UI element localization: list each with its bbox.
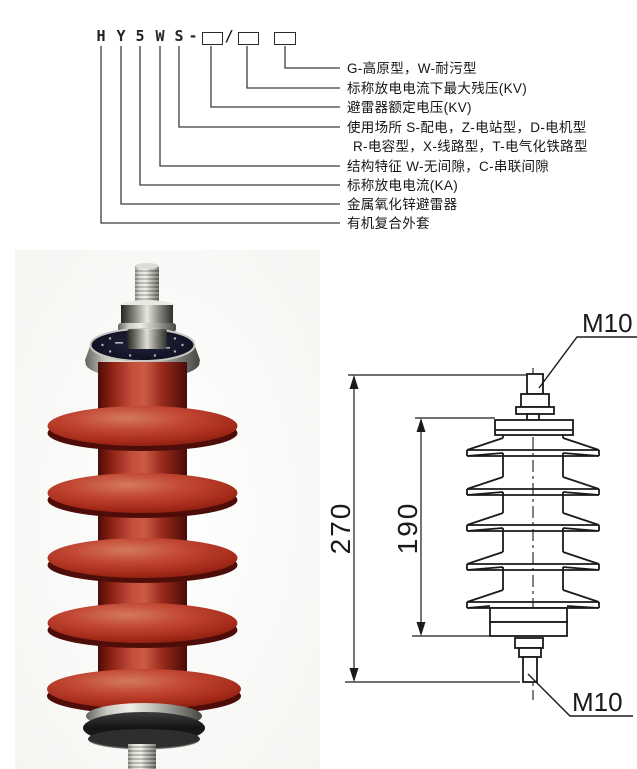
dimension-drawing: 270 190 M10 M10 [325, 308, 637, 717]
model-letter-H: H [96, 27, 106, 45]
outline-bottom-collar [514, 637, 544, 649]
connector-H [100, 46, 340, 224]
designation-label-rated-voltage: 避雷器额定电压(KV) [347, 100, 472, 115]
designation-connector-lines [100, 46, 340, 224]
designation-label-residual: 标称放电电流下最大残压(KV) [347, 81, 527, 96]
outline-top-nut [520, 393, 550, 408]
model-letter-W: W [155, 27, 165, 45]
dimension-190-label: 190 [392, 502, 423, 555]
outline-base-block-1 [489, 607, 568, 623]
outline-bottom-nut [518, 647, 542, 658]
shed-5 [47, 669, 241, 714]
connector-W [159, 46, 340, 167]
connector-5 [139, 46, 340, 186]
bottom-flange [83, 703, 205, 750]
designation-label-usage-2: R-电容型，X-线路型，T-电气化铁路型 [353, 139, 588, 154]
outline-sheds [466, 435, 600, 609]
designation-label-structure: 结构特征 W-无间隙，C-串联间隙 [347, 159, 550, 174]
dimension-270-label: 270 [325, 502, 356, 555]
model-box-2 [238, 32, 259, 45]
connector-S [178, 46, 340, 128]
model-slash: / [224, 27, 234, 45]
outline-top-washer [515, 406, 555, 415]
dimension-190 [412, 417, 495, 637]
callout-bottom-thread: M10 [527, 673, 633, 717]
arrester-outline [466, 373, 600, 683]
model-hyphen: - [188, 27, 198, 45]
model-box-1 [202, 32, 223, 45]
cap-center-nut [127, 329, 167, 349]
model-letter-S: S [174, 27, 184, 45]
designation-label-usage-1: 使用场所 S-配电，Z-电站型，D-电机型 [347, 120, 587, 135]
connector-box1 [210, 46, 340, 108]
top-thread-label: M10 [582, 308, 633, 338]
designation-label-plateau: G-高原型，W-耐污型 [347, 61, 477, 76]
shed-2 [47, 473, 238, 518]
shed-1 [47, 406, 238, 451]
model-letter-5: 5 [135, 27, 145, 45]
bottom-thread-label: M10 [572, 687, 623, 717]
outline-top-cap [494, 419, 574, 436]
shed-3 [47, 538, 238, 583]
designation-label-polymer: 有机复合外套 [347, 216, 430, 231]
arrester-photo [15, 250, 320, 769]
designation-label-mov: 金属氧化锌避雷器 [347, 197, 458, 212]
outline-top-stud [526, 373, 544, 395]
bottom-terminal-stud [128, 744, 156, 769]
shed-4 [47, 603, 238, 648]
model-box-3 [274, 32, 296, 45]
connector-box2 [246, 46, 340, 89]
outline-base-block-2 [489, 621, 568, 637]
dimension-270 [345, 374, 527, 683]
callout-top-thread: M10 [538, 308, 637, 389]
outline-bottom-stud [522, 656, 538, 683]
designation-label-nominal-current: 标称放电电流(KA) [347, 178, 458, 193]
model-letter-Y: Y [116, 27, 126, 45]
connector-Y [120, 46, 340, 205]
top-terminal-stud [135, 263, 159, 310]
connector-box3 [284, 46, 340, 69]
housing-sheds [47, 406, 241, 714]
